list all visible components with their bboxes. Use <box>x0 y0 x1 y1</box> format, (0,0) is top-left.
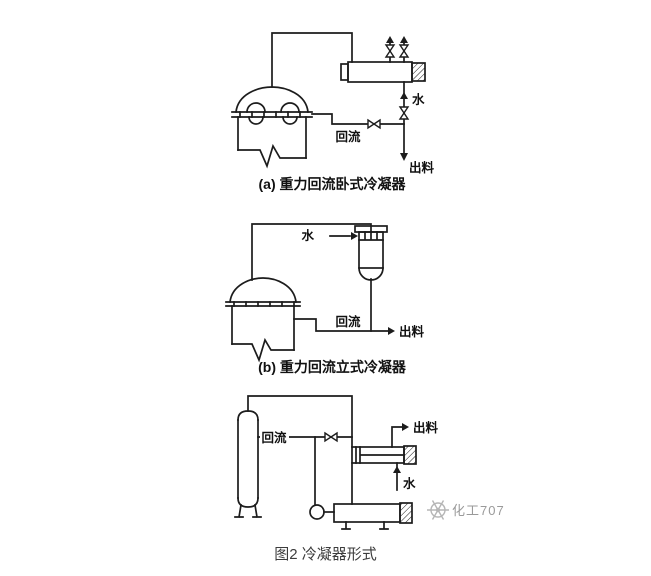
condenser-figure: 水 回流 出料 (a) 重力回流卧式冷凝器 <box>225 32 505 563</box>
caption-b: (b) 重力回流立式冷凝器 <box>258 359 407 375</box>
reflux-column-c <box>234 410 262 518</box>
horizontal-condenser-c <box>351 445 417 465</box>
arrow-up-icon <box>400 92 408 99</box>
reflux-pipe-b <box>293 318 389 332</box>
discharge-label-b: 出料 <box>399 324 425 339</box>
valve-icon <box>398 44 410 58</box>
reflux-label-c: 回流 <box>261 430 287 445</box>
horizontal-condenser-a <box>340 61 426 83</box>
break-line <box>231 337 295 363</box>
arrow-right-icon <box>388 327 395 335</box>
arrow-right-icon <box>351 232 358 240</box>
vapor-pipe-a <box>271 32 353 88</box>
vent-lines-a <box>384 36 410 63</box>
watermark: 化工707 <box>427 500 505 520</box>
water-label-a: 水 <box>412 92 425 107</box>
arrow-down-icon <box>400 153 408 161</box>
watermark-text: 化工707 <box>452 503 505 518</box>
valve-icon <box>324 431 338 443</box>
evaporator-vessel-b <box>225 277 301 363</box>
label-backdrop <box>260 429 289 445</box>
valve-icon <box>367 118 381 130</box>
drum-legs <box>341 521 389 530</box>
valve-icon <box>398 106 410 120</box>
water-label-c: 水 <box>403 476 416 491</box>
discharge-label-a: 出料 <box>409 160 435 175</box>
diagram-b: 水 回流 出料 (b) 重力回流立式冷凝器 <box>225 223 425 375</box>
water-label-b: 水 <box>301 228 314 243</box>
vapor-pipe-c <box>247 395 353 448</box>
arrow-right-icon <box>402 423 409 431</box>
condenser-diagrams: 水 回流 出料 (a) 重力回流卧式冷凝器 <box>225 32 505 530</box>
arrow-up-icon <box>386 36 408 43</box>
ship-wheel-icon <box>427 500 449 520</box>
reflux-label-a: 回流 <box>335 129 361 144</box>
receiver-drum-c <box>333 502 413 530</box>
discharge-pipe-c <box>391 426 403 448</box>
caption-a: (a) 重力回流卧式冷凝器 <box>259 176 407 192</box>
vertical-condenser-b <box>354 225 388 281</box>
reflux-label-b: 回流 <box>335 314 361 329</box>
reflux-pipe-a <box>311 113 405 125</box>
vent-pipe-a <box>389 39 405 63</box>
arrow-up-icon <box>393 466 401 473</box>
pump-icon <box>309 504 325 520</box>
valve-icon <box>384 44 396 58</box>
diagram-c: 回流 出料 水 <box>234 395 439 530</box>
discharge-label-c: 出料 <box>413 420 439 435</box>
break-line <box>237 143 307 169</box>
diagram-a: 水 回流 出料 (a) 重力回流卧式冷凝器 <box>231 32 435 192</box>
evaporator-vessel-a <box>231 86 313 169</box>
column-legs <box>234 504 262 518</box>
figure-caption: 图2 冷凝器形式 <box>274 546 377 563</box>
